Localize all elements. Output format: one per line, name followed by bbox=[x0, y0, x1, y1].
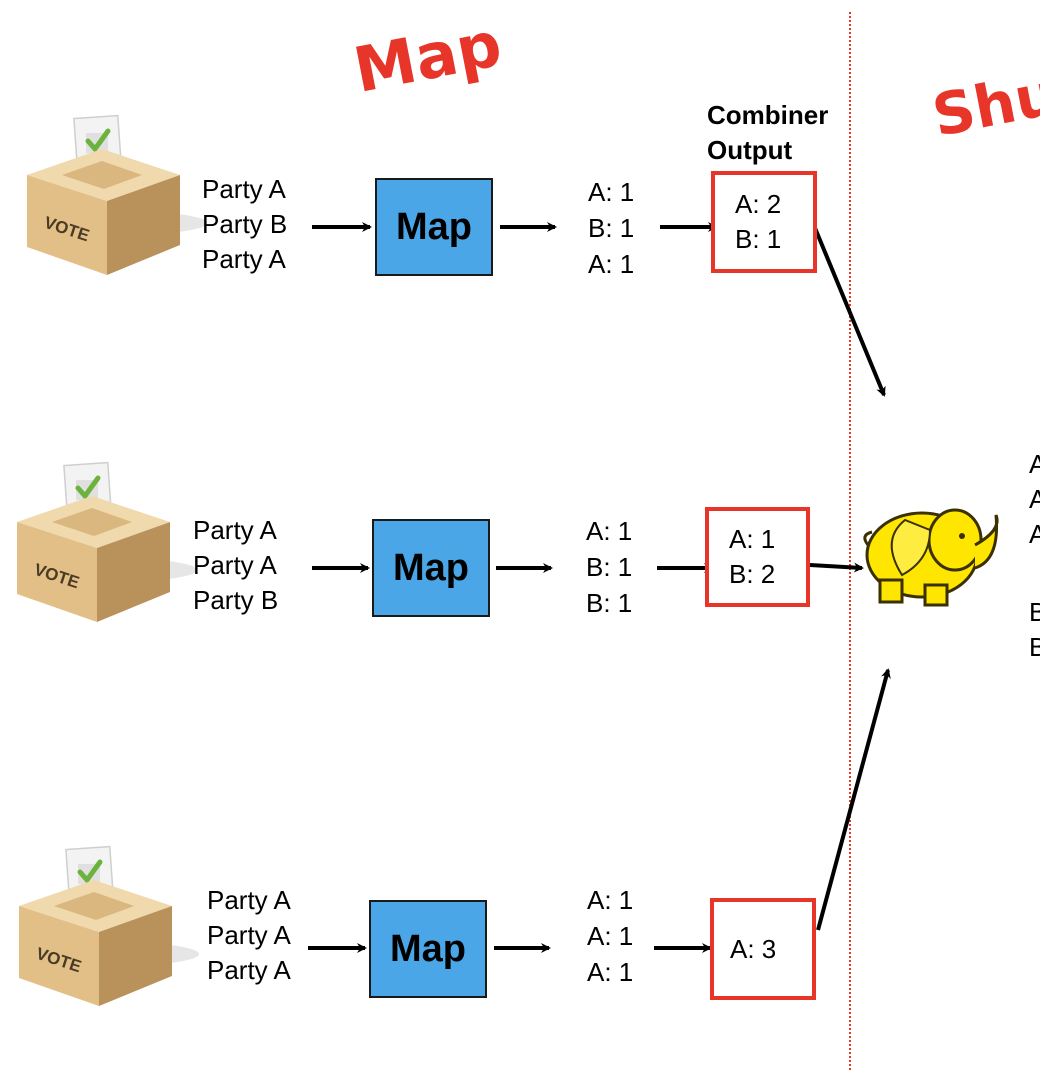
combiner-header-line2: Output bbox=[707, 135, 793, 165]
arrow-combiner-to-shuffle-2 bbox=[809, 562, 864, 573]
map-output-item: A: 1 bbox=[588, 249, 635, 279]
shuffle-partial-key: B bbox=[1029, 597, 1040, 627]
combiner-header: Combiner Output bbox=[707, 98, 828, 168]
vote-item: Party A bbox=[207, 920, 291, 950]
ballot-box-icon bbox=[27, 116, 207, 275]
vote-item: Party A bbox=[202, 244, 286, 274]
map-output-item: A: 1 bbox=[587, 957, 634, 987]
shuffle-partial-key: A bbox=[1029, 449, 1040, 479]
arrow-combiner-to-shuffle-3 bbox=[816, 668, 891, 931]
votes-list-1: Party A Party B Party A bbox=[202, 172, 287, 277]
combiner-item: B: 2 bbox=[729, 559, 776, 589]
combiner-header-line1: Combiner bbox=[707, 100, 829, 130]
map-output-item: B: 1 bbox=[586, 552, 633, 582]
combiner-item: A: 1 bbox=[729, 524, 776, 554]
map-box-1: Map bbox=[375, 178, 493, 276]
combiner-box-1: A: 2 B: 1 bbox=[711, 171, 817, 273]
shuffle-partial-key: A bbox=[1029, 519, 1040, 549]
map-output-2: A: 1 B: 1 B: 1 bbox=[586, 513, 632, 621]
map-output-3: A: 1 A: 1 A: 1 bbox=[587, 882, 633, 990]
map-output-item: A: 1 bbox=[586, 516, 633, 546]
shuffle-partial-key: B bbox=[1029, 632, 1040, 662]
votes-list-3: Party A Party A Party A bbox=[207, 883, 291, 988]
vote-item: Party A bbox=[207, 955, 291, 985]
ballot-box-icon bbox=[17, 463, 197, 622]
combiner-box-3: A: 3 bbox=[710, 898, 816, 1000]
vote-item: Party A bbox=[193, 515, 277, 545]
map-output-item: A: 1 bbox=[588, 177, 635, 207]
map-box-2: Map bbox=[372, 519, 490, 617]
combiner-item: A: 2 bbox=[735, 189, 782, 219]
map-output-1: A: 1 B: 1 A: 1 bbox=[588, 174, 634, 282]
map-output-item: B: 1 bbox=[588, 213, 635, 243]
vote-item: Party A bbox=[207, 885, 291, 915]
combiner-item: B: 1 bbox=[735, 224, 782, 254]
ballot-box-icon bbox=[19, 847, 199, 1006]
map-output-item: A: 1 bbox=[587, 921, 634, 951]
shuffle-partial-key: A bbox=[1029, 484, 1040, 514]
combiner-box-2: A: 1 B: 2 bbox=[705, 507, 810, 607]
combiner-item: A: 3 bbox=[730, 933, 777, 964]
vote-item: Party A bbox=[202, 174, 286, 204]
vote-item: Party B bbox=[202, 209, 288, 239]
arrow-combiner-to-shuffle-1 bbox=[813, 227, 886, 397]
map-box-3: Map bbox=[369, 900, 487, 998]
votes-list-2: Party A Party A Party B bbox=[193, 513, 278, 618]
vote-item: Party A bbox=[193, 550, 277, 580]
vote-item: Party B bbox=[193, 585, 279, 615]
phase-divider bbox=[849, 12, 851, 1070]
hadoop-elephant-icon bbox=[863, 508, 999, 607]
map-output-item: B: 1 bbox=[586, 588, 633, 618]
map-output-item: A: 1 bbox=[587, 885, 634, 915]
